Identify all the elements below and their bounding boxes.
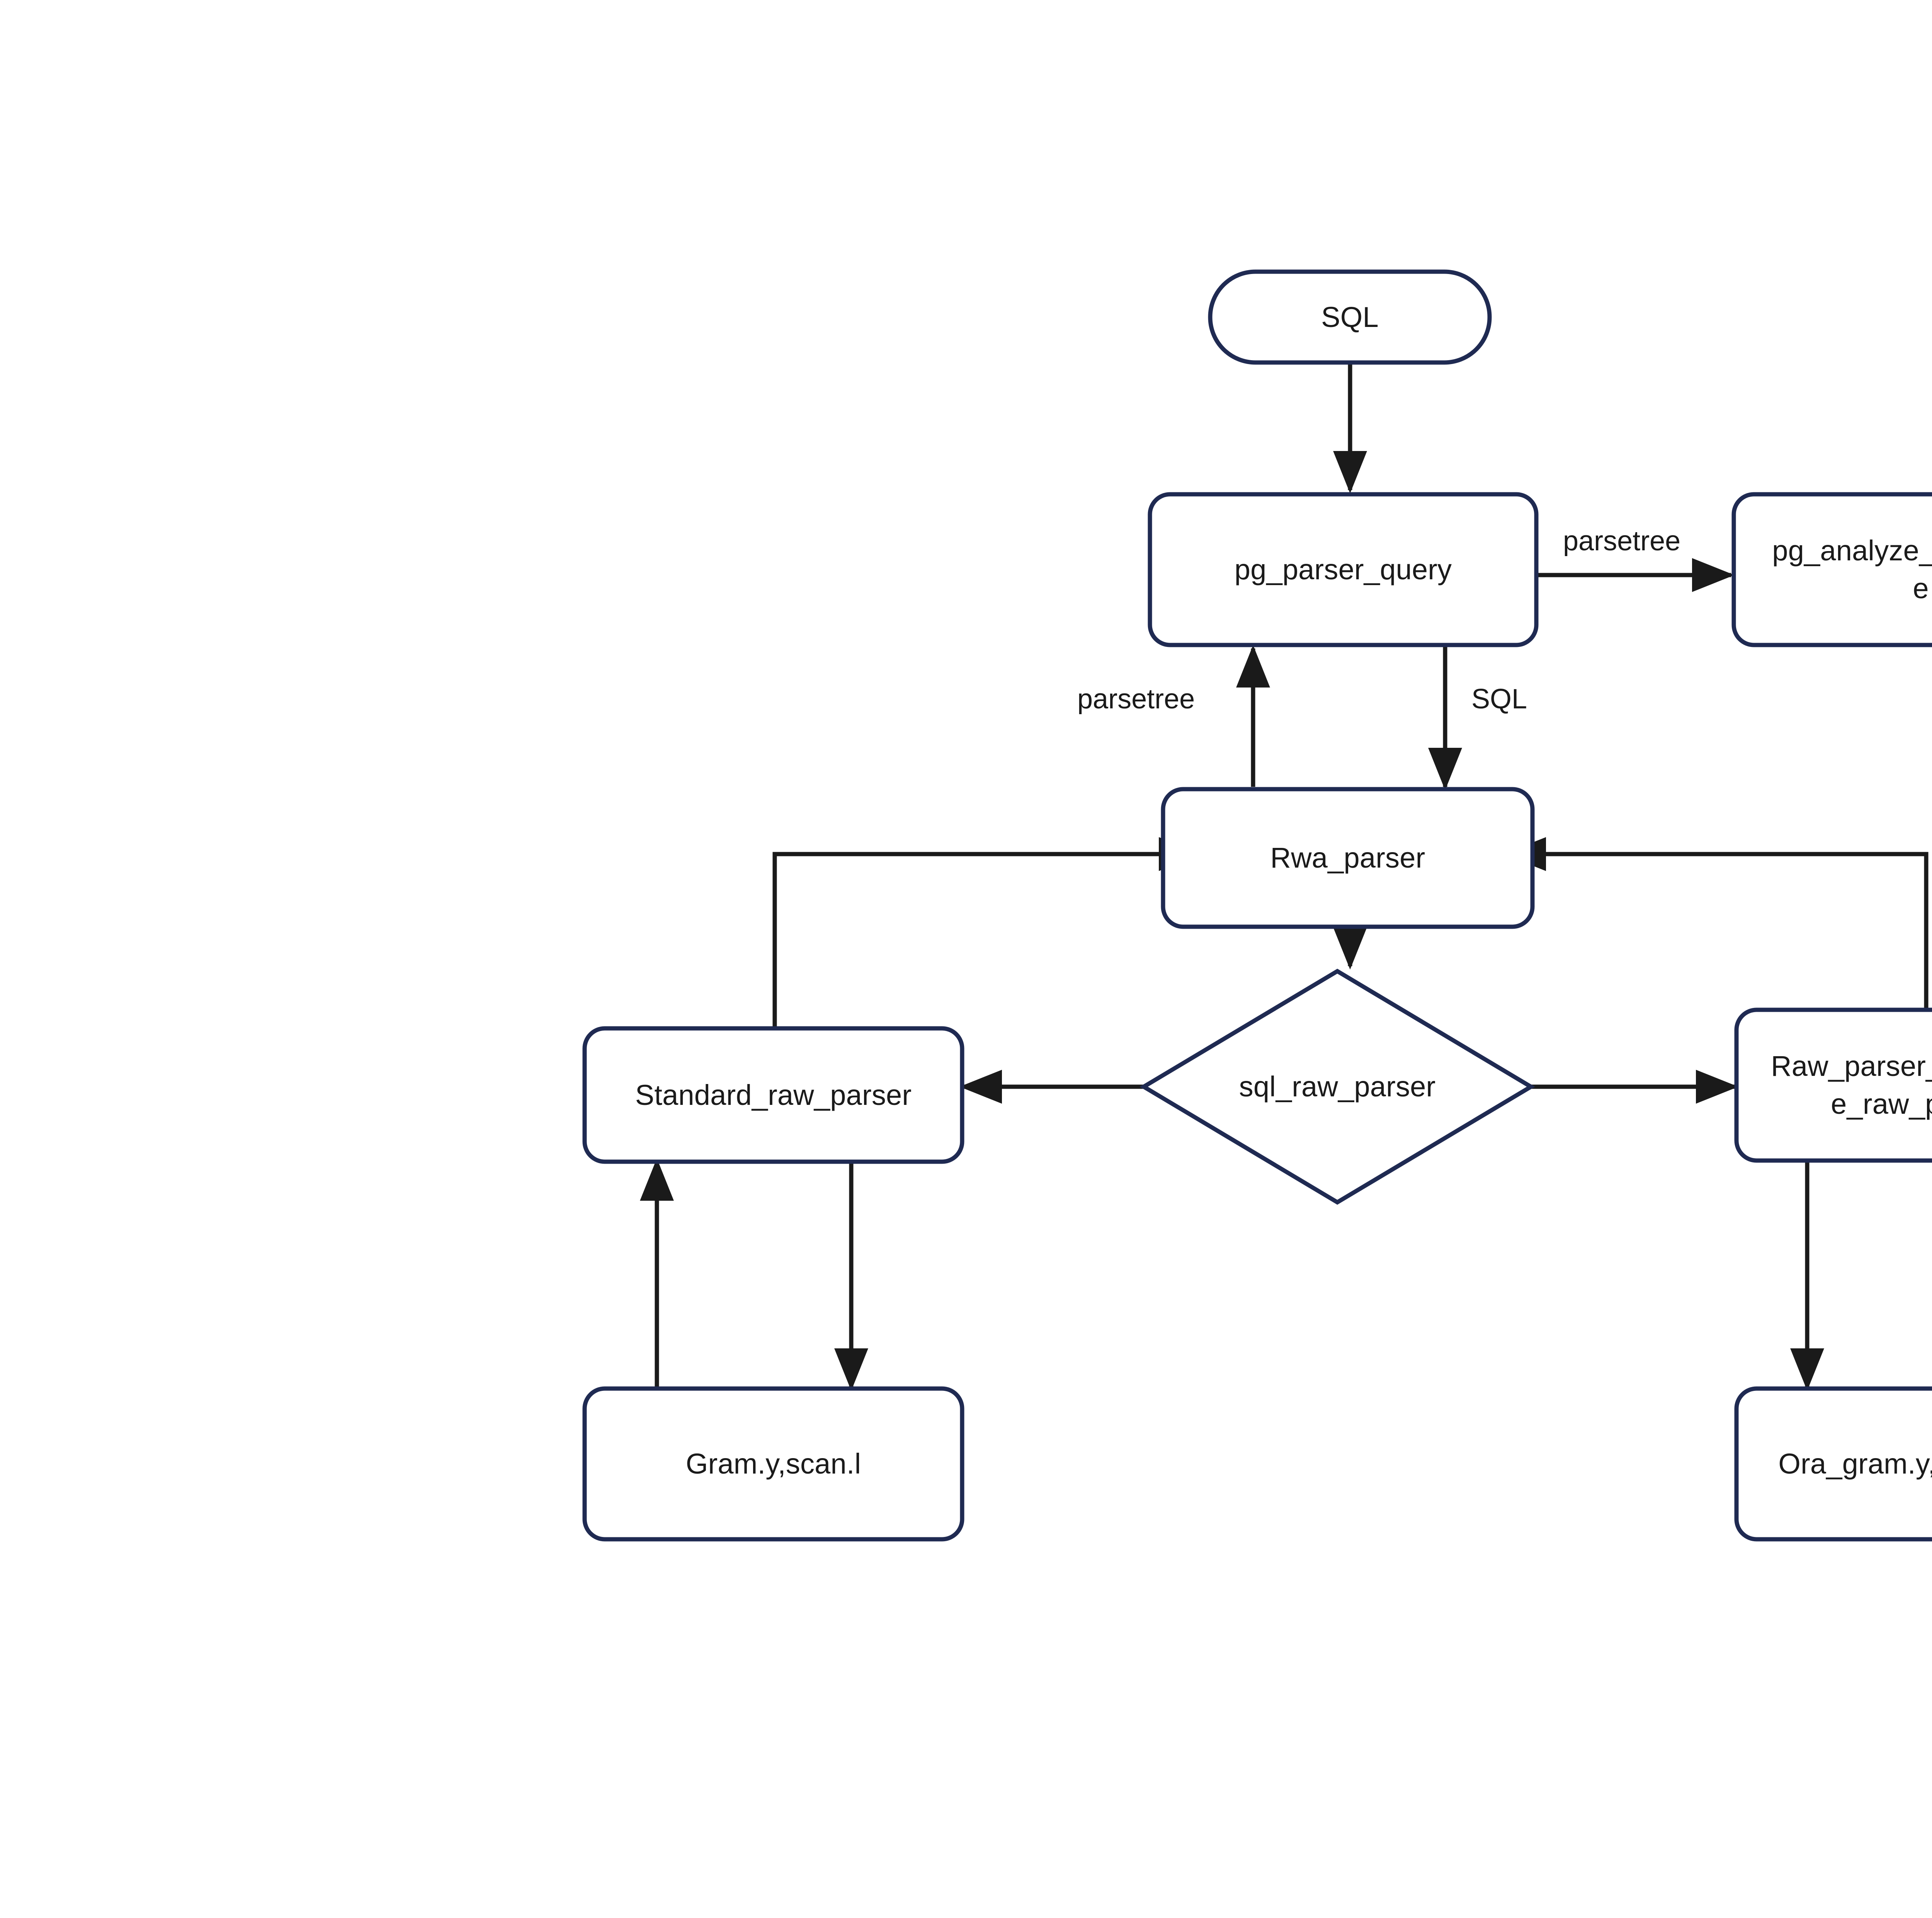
edge-standard-raw-parser-to-rwa-parser xyxy=(772,837,1201,1028)
edge-label-parsetree-top: parsetree xyxy=(1563,526,1681,557)
node-layer xyxy=(582,269,1932,1542)
node-shape-pg-parser-query[interactable] xyxy=(1148,492,1539,647)
node-shape-rwa-parser[interactable] xyxy=(1161,787,1535,929)
node-shape-gram-scan[interactable] xyxy=(582,1386,964,1542)
node-shape-ora-gram-scan[interactable] xyxy=(1734,1386,1932,1542)
edge-raw-parser-hook-to-rwa-parser xyxy=(1503,837,1929,1028)
edge-label-parsetree-mid: parsetree xyxy=(1077,684,1195,715)
edge-label-sql-mid: SQL xyxy=(1471,684,1527,715)
node-shape-sql-raw-parser[interactable] xyxy=(1139,968,1535,1205)
node-shape-pg-analyze-and-rewrite[interactable] xyxy=(1731,492,1932,647)
edge-layer xyxy=(640,362,1929,1391)
node-shape-sql[interactable] xyxy=(1208,269,1492,365)
node-shape-standard-raw-parser[interactable] xyxy=(582,1026,964,1164)
node-shape-raw-parser-hook[interactable] xyxy=(1734,1008,1932,1163)
